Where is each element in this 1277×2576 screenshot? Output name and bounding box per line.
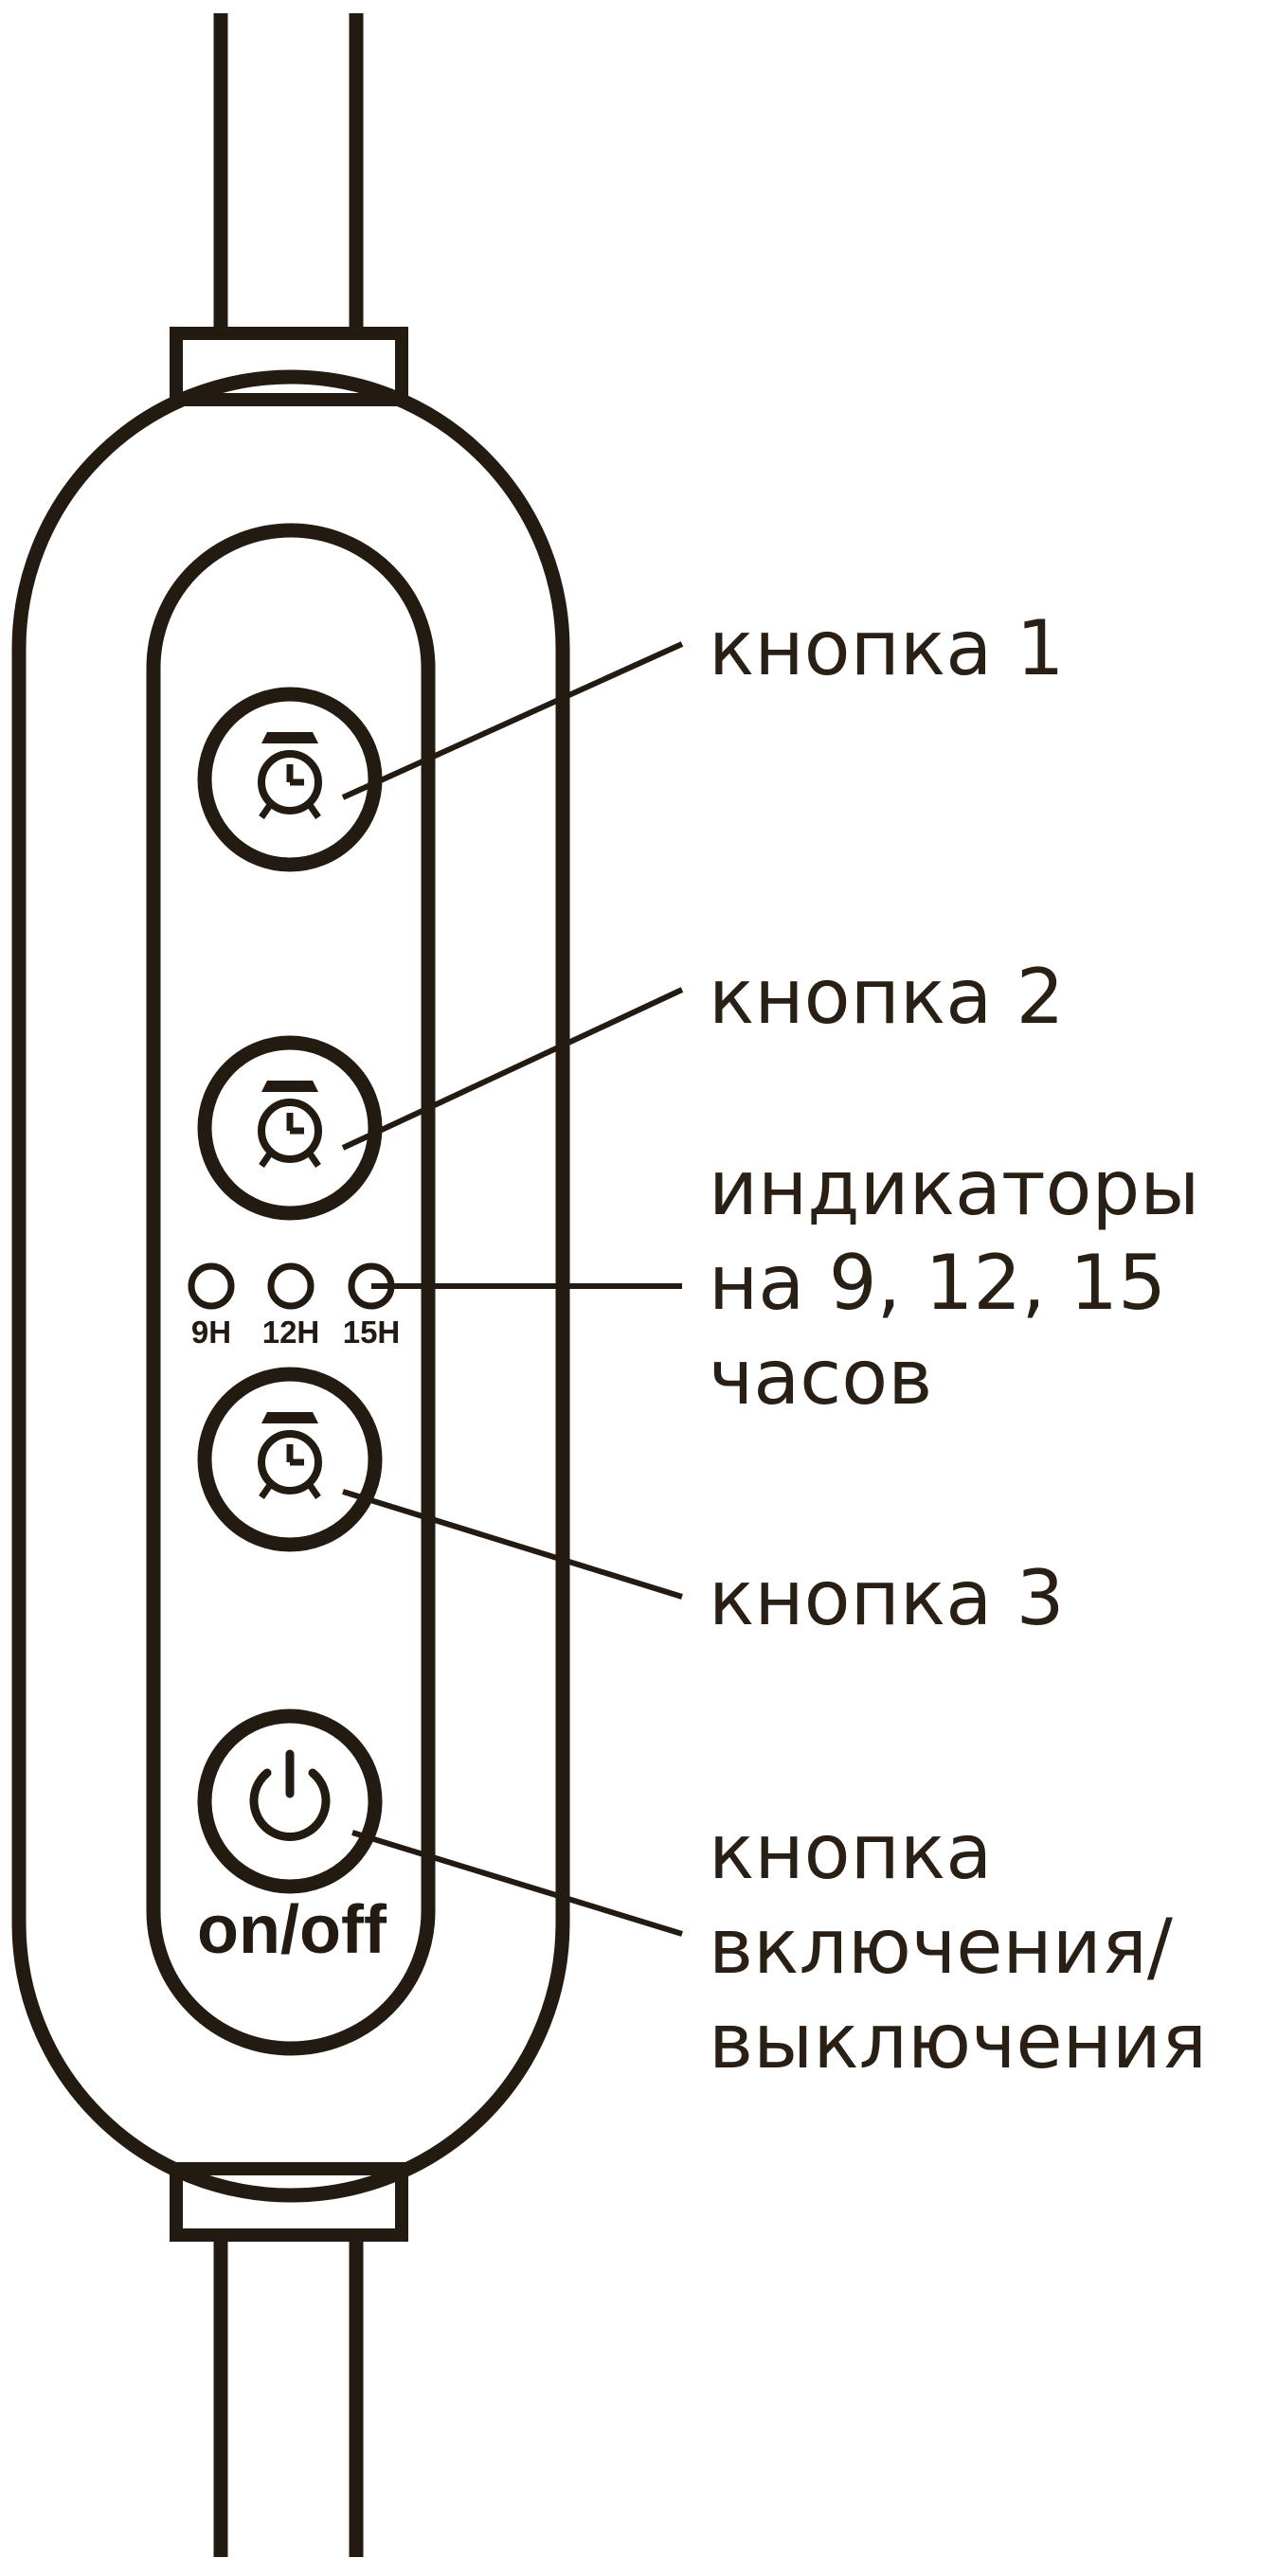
- indicator-15h: 15H: [343, 1262, 401, 1350]
- callout-text: часов: [709, 1333, 932, 1422]
- callout-text: кнопка 3: [709, 1554, 1065, 1642]
- leader-lines: [341, 641, 684, 1937]
- timer-button-3[interactable]: [197, 1367, 383, 1552]
- callout-text: индикаторы: [709, 1144, 1199, 1232]
- callout-text: выключения: [709, 1997, 1207, 2085]
- alarm-clock-icon: [258, 1081, 322, 1168]
- cable-bottom: [213, 2235, 364, 2557]
- indicator-9h: 9H: [188, 1262, 235, 1350]
- callout-text: кнопка 2: [709, 953, 1065, 1041]
- timer-button-2[interactable]: [197, 1035, 383, 1221]
- indicator-label: 15H: [343, 1315, 401, 1350]
- leader-line-power: [351, 1830, 683, 1937]
- alarm-clock-icon: [258, 1412, 322, 1499]
- callout-text: на 9, 12, 15: [709, 1239, 1166, 1327]
- indicator-label: 9H: [191, 1315, 231, 1350]
- cable-top: [213, 13, 364, 336]
- callout-button-3: кнопка 3: [709, 1554, 1065, 1642]
- leader-line-button-1: [341, 641, 684, 800]
- power-button-label: on/off: [197, 1892, 387, 1968]
- callout-text: кнопка: [709, 1808, 992, 1896]
- callout-button-1: кнопка 1: [709, 604, 1065, 692]
- callout-power: кнопка включения/ выключения: [709, 1808, 1207, 2085]
- collar-bottom: [170, 2162, 408, 2242]
- power-icon: [249, 1749, 331, 1841]
- callout-button-2: кнопка 2: [709, 953, 1065, 1041]
- leader-line-button-3: [342, 1489, 683, 1600]
- callout-text: включения/: [709, 1903, 1173, 1991]
- callout-text: кнопка 1: [709, 604, 1065, 692]
- timer-button-1[interactable]: [197, 687, 383, 872]
- collar-top: [170, 327, 408, 406]
- indicator-12h: 12H: [262, 1262, 320, 1350]
- leader-line-button-2: [341, 987, 684, 1151]
- control-panel: [146, 523, 436, 2056]
- power-button[interactable]: [197, 1708, 383, 1894]
- alarm-clock-icon: [258, 732, 322, 819]
- indicator-label: 12H: [262, 1315, 320, 1350]
- callout-indicators: индикаторы на 9, 12, 15 часов: [709, 1144, 1199, 1422]
